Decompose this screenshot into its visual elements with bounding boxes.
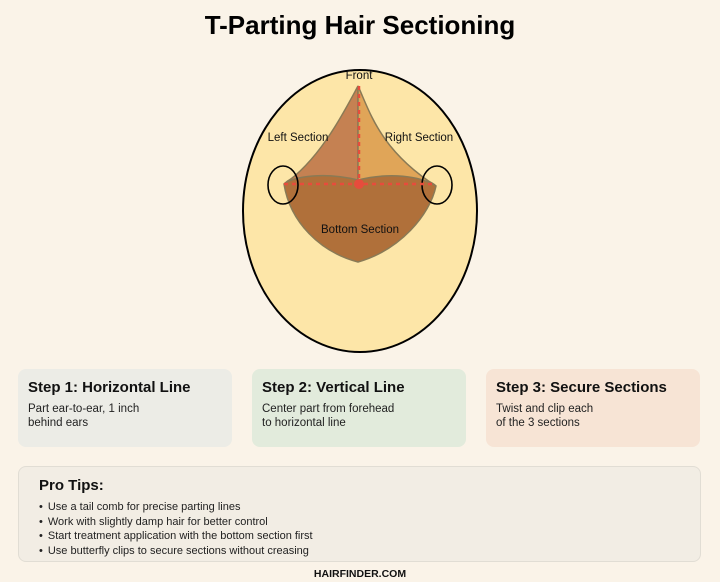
right-section <box>357 85 437 187</box>
pro-tips-panel: Pro Tips: Use a tail comb for precise pa… <box>18 466 701 562</box>
tip-item: Work with slightly damp hair for better … <box>39 515 700 530</box>
left-section-label: Left Section <box>268 132 329 144</box>
step-1-title: Step 1: Horizontal Line <box>28 379 191 396</box>
tip-item: Use butterfly clips to secure sections w… <box>39 544 700 559</box>
front-label: Front <box>346 70 374 82</box>
left-ear <box>267 165 299 205</box>
step-1-text: Part ear-to-ear, 1 inch behind ears <box>28 403 140 429</box>
footer-brand: HAIRFINDER.COM <box>313 568 407 580</box>
tip-item: Start treatment application with the bot… <box>39 529 700 544</box>
page-title: T-Parting Hair Sectioning <box>204 10 516 40</box>
step-3-title: Step 3: Secure Sections <box>496 379 667 396</box>
step-3-card: Step 3: Secure Sections Twist and clip e… <box>486 369 700 447</box>
step-2-card: Step 2: Vertical Line Center part from f… <box>252 369 466 447</box>
pro-tips-title: Pro Tips: <box>39 477 104 494</box>
pro-tips-list: Use a tail comb for precise parting line… <box>39 500 700 558</box>
step-3-text: Twist and clip each of the 3 sections <box>496 403 594 429</box>
bottom-section-label: Bottom Section <box>321 224 399 236</box>
step-2-title: Step 2: Vertical Line <box>262 379 405 396</box>
right-section-label: Right Section <box>385 132 453 144</box>
step-2-text: Center part from forehead to horizontal … <box>262 403 395 429</box>
tip-item: Use a tail comb for precise parting line… <box>39 500 700 515</box>
parting-intersection-dot <box>354 179 364 189</box>
step-1-card: Step 1: Horizontal Line Part ear-to-ear,… <box>18 369 232 447</box>
